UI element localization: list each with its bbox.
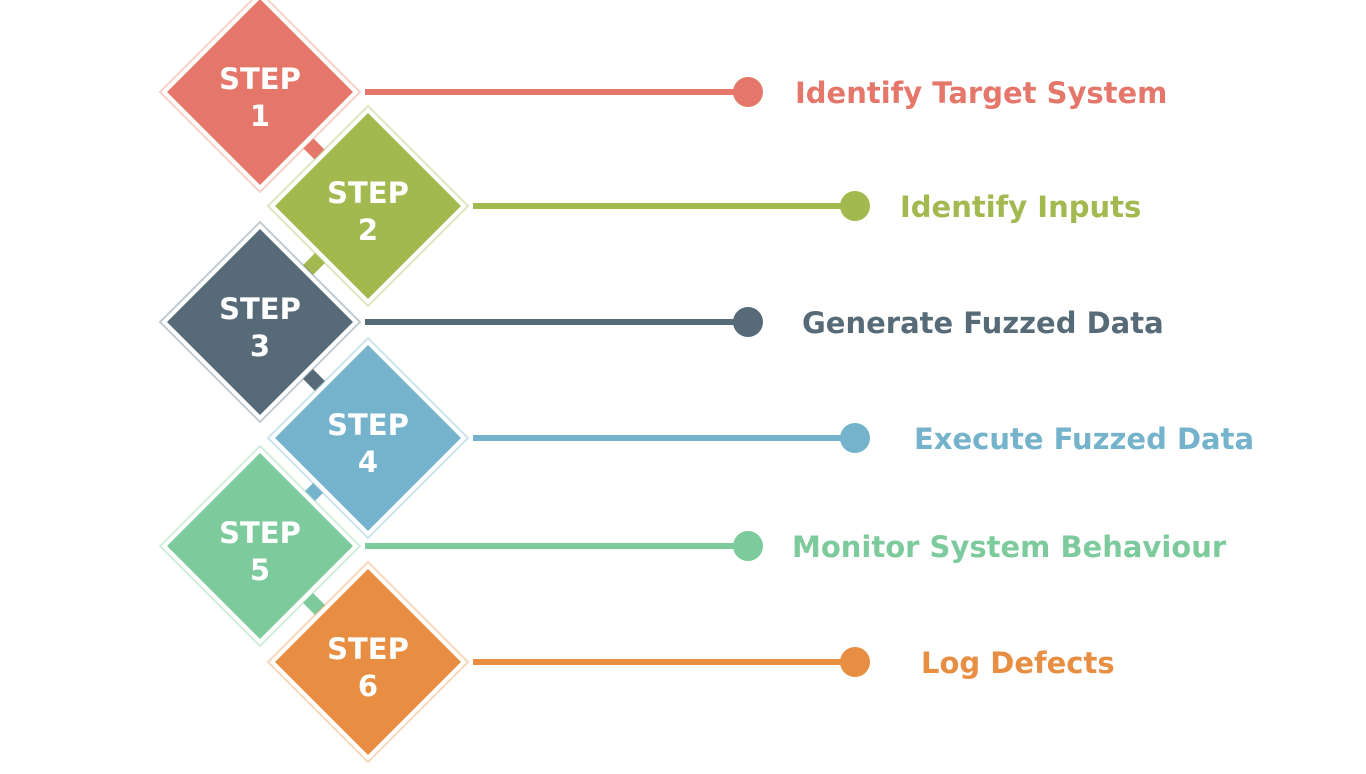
- step-endpoint-dot: [840, 647, 870, 677]
- step-number: 1: [250, 99, 270, 133]
- step-endpoint-dot: [840, 191, 870, 221]
- step-label: Monitor System Behaviour: [792, 530, 1227, 564]
- step-diamond: [275, 345, 461, 531]
- step-label: Execute Fuzzed Data: [914, 422, 1254, 456]
- step-endpoint-dot: [733, 531, 763, 561]
- step-label: Log Defects: [921, 646, 1115, 680]
- step-diamond: [167, 229, 353, 415]
- step-number: 6: [358, 669, 378, 703]
- step-word: STEP: [219, 62, 301, 96]
- step-endpoint-dot: [733, 77, 763, 107]
- step-diamond: [275, 113, 461, 299]
- step-number: 3: [250, 329, 270, 363]
- step-label: Generate Fuzzed Data: [802, 306, 1164, 340]
- step-diamond: [167, 453, 353, 639]
- step-endpoint-dot: [840, 423, 870, 453]
- step-diamond: [167, 0, 353, 185]
- step-word: STEP: [219, 516, 301, 550]
- step-number: 5: [250, 553, 270, 587]
- step-word: STEP: [327, 632, 409, 666]
- step-label: Identify Inputs: [900, 190, 1141, 224]
- step-word: STEP: [327, 408, 409, 442]
- step-label: Identify Target System: [795, 76, 1167, 110]
- step-endpoint-dot: [733, 307, 763, 337]
- step-diamond: [275, 569, 461, 755]
- step-word: STEP: [219, 292, 301, 326]
- step-number: 4: [358, 445, 378, 479]
- step-word: STEP: [327, 176, 409, 210]
- step-number: 2: [358, 213, 378, 247]
